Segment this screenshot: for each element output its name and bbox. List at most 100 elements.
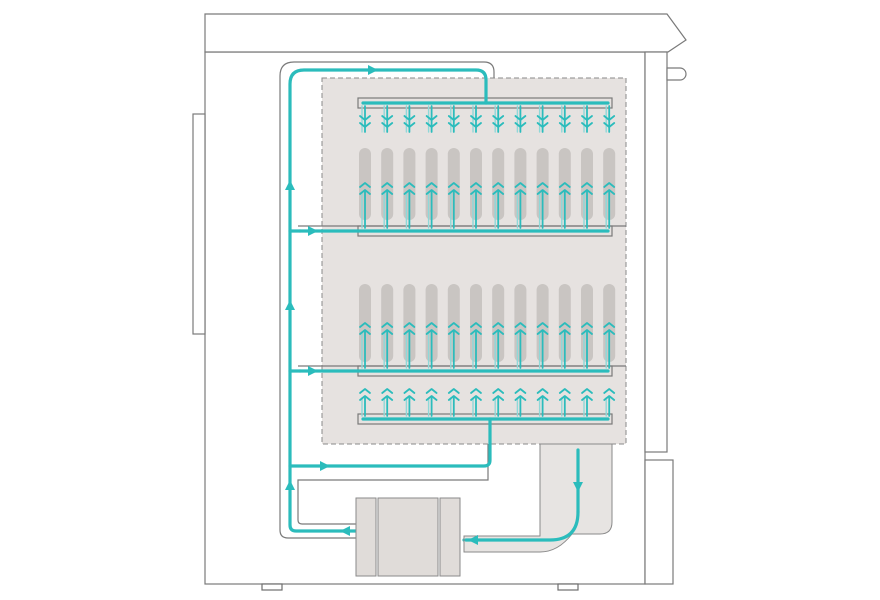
bottom-chevron-1-1	[359, 395, 371, 401]
bottom-chevron-10-2	[558, 388, 571, 394]
bottom-nozzle-1	[359, 388, 371, 417]
upper-chevron-10-1	[558, 189, 571, 195]
lower-chevron-5-2	[447, 322, 460, 328]
lower-nozzle-2	[381, 322, 394, 369]
bottom-manifold-housing	[357, 413, 613, 425]
main-return-flow	[288, 68, 488, 533]
lower-chevron-12-2	[603, 322, 616, 328]
upper-chevron-6-1	[470, 189, 482, 195]
bottom-nozzle-9	[536, 388, 549, 417]
bottom-chevron-12-1	[603, 395, 616, 401]
lower-chevron-9-1	[536, 329, 549, 335]
upper-rack-nozzles	[359, 182, 616, 229]
top-chevron-9-2	[536, 122, 549, 128]
blower-block-left	[355, 497, 377, 577]
bottom-chevron-2-1	[381, 395, 394, 401]
upper-chevron-1-2	[359, 182, 371, 188]
upper-chevron-8-1	[514, 189, 527, 195]
upper-nozzle-2	[381, 182, 394, 229]
upper-chevron-9-2	[536, 182, 549, 188]
top-nozzle-1	[359, 105, 371, 133]
lower-nozzle-7	[492, 322, 505, 369]
bottom-chevron-8-1	[514, 395, 527, 401]
bottom-return-flow	[288, 417, 492, 468]
top-nozzle-9	[536, 105, 549, 133]
bottom-chevron-5-1	[447, 395, 460, 401]
exhaust-flow-curve	[464, 510, 580, 542]
lower-chevron-5-1	[447, 329, 460, 335]
top-chevron-5-2	[447, 122, 460, 128]
upper-nozzle-12	[603, 182, 616, 229]
bottom-chevron-6-1	[470, 395, 482, 401]
bottom-nozzle-2	[381, 388, 394, 417]
bottom-chevron-11-2	[581, 388, 593, 394]
upper-chevron-4-2	[425, 182, 438, 188]
lower-chevron-1-1	[359, 329, 371, 335]
arrow-right-top	[368, 65, 378, 75]
return-duct-outline-inner	[297, 422, 489, 525]
exhaust-duct	[463, 443, 613, 553]
upper-nozzle-7	[492, 182, 505, 229]
upper-chevron-12-1	[603, 189, 616, 195]
lower-chevron-4-1	[425, 329, 438, 335]
lower-chevron-8-2	[514, 322, 527, 328]
bottom-chevron-3-1	[403, 395, 416, 401]
lower-chevron-2-1	[381, 329, 394, 335]
upper-nozzle-1	[359, 182, 371, 229]
lower-chevron-11-1	[581, 329, 593, 335]
lower-chevron-2-2	[381, 322, 394, 328]
lower-nozzle-3	[403, 322, 416, 369]
top-chevron-12-2	[603, 122, 616, 128]
bottom-chevron-6-2	[470, 388, 482, 394]
lower-rack-nozzles	[359, 322, 616, 369]
upper-chevron-4-1	[425, 189, 438, 195]
bottom-chevron-12-2	[603, 388, 616, 394]
arrow-right-upper	[308, 226, 318, 236]
bottom-chevron-9-2	[536, 388, 549, 394]
top-chevron-7-2	[492, 122, 505, 128]
top-chevron-9-1	[536, 115, 549, 121]
foot-right	[557, 583, 579, 591]
bottom-chevron-8-2	[514, 388, 527, 394]
return-duct-outline-outer	[279, 61, 495, 539]
top-nozzle-8	[514, 105, 527, 133]
upper-chevron-2-1	[381, 189, 394, 195]
upper-chevron-7-1	[492, 189, 505, 195]
upper-nozzle-9	[536, 182, 549, 229]
upper-nozzle-5	[447, 182, 460, 229]
blower-block-center	[377, 497, 439, 577]
top-nozzle-2	[381, 105, 394, 133]
lower-chevron-9-2	[536, 322, 549, 328]
top-chevron-1-1	[359, 115, 371, 121]
bottom-nozzle-7	[492, 388, 505, 417]
top-nozzle-6	[470, 105, 482, 133]
left-handle	[192, 113, 206, 335]
top-chevron-7-1	[492, 115, 505, 121]
top-chevron-6-2	[470, 122, 482, 128]
chamber-dashed-border	[321, 77, 627, 445]
upper-nozzle-6	[470, 182, 482, 229]
upper-chevron-3-1	[403, 189, 416, 195]
cabinet-top-lid	[204, 13, 687, 53]
upper-nozzle-8	[514, 182, 527, 229]
top-chevron-8-2	[514, 122, 527, 128]
bottom-chevron-4-2	[425, 388, 438, 394]
bottom-chevron-1-2	[359, 388, 371, 394]
lower-chevron-12-1	[603, 329, 616, 335]
lower-nozzle-9	[536, 322, 549, 369]
blower-block-right	[439, 497, 461, 577]
bottom-chevron-11-1	[581, 395, 593, 401]
arrow-right-bottom	[320, 461, 330, 471]
top-chevron-3-1	[403, 115, 416, 121]
top-chevron-5-1	[447, 115, 460, 121]
arrow-up-1	[285, 180, 295, 190]
lower-chevron-8-1	[514, 329, 527, 335]
top-chevron-1-2	[359, 122, 371, 128]
lower-nozzle-1	[359, 322, 371, 369]
bottom-chevron-5-2	[447, 388, 460, 394]
bottom-chevron-4-1	[425, 395, 438, 401]
lower-chevron-6-1	[470, 329, 482, 335]
upper-chevron-8-2	[514, 182, 527, 188]
lower-nozzle-8	[514, 322, 527, 369]
